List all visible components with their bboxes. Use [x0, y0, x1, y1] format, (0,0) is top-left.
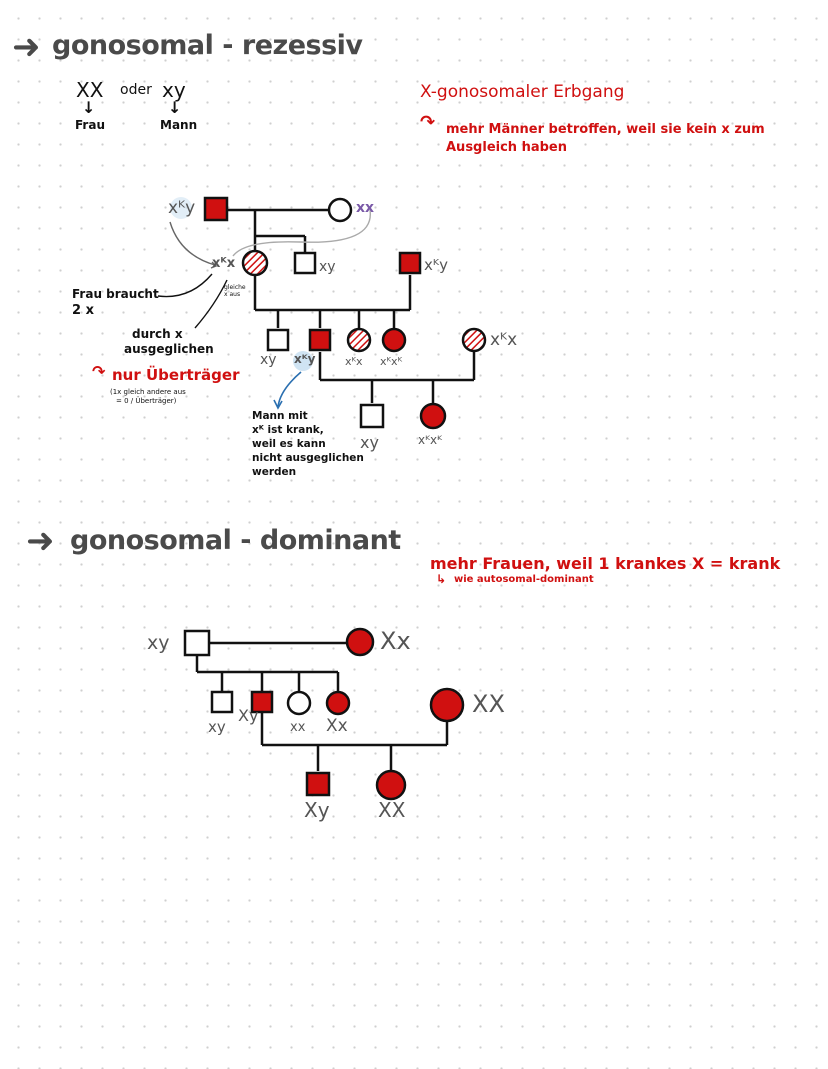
ausgeglichen-note: ausgeglichen	[124, 342, 214, 356]
two-x-note: 2 x	[72, 303, 94, 318]
label-d-gen2-daughter: xx	[290, 720, 306, 735]
note-title: X-gonosomaler Erbgang	[420, 82, 625, 102]
affected-male	[305, 771, 331, 797]
healthy-male	[293, 251, 317, 275]
affected-female	[419, 402, 447, 430]
label-d-gen1-mother: Xx	[380, 627, 411, 655]
label-d-gen2-affected-daughter: Xx	[326, 716, 348, 736]
affected-male	[308, 328, 332, 352]
label-d-gen3-daughter: XX	[378, 798, 406, 822]
curved-arrow-icon: ↷	[92, 362, 106, 381]
note-line1: mehr Männer betroffen, weil sie kein x z…	[446, 122, 765, 137]
label-carrier-mother: xᴷx	[212, 256, 236, 271]
right-arrow-icon: ➜	[12, 27, 41, 67]
label-gen4-son: xy	[360, 433, 379, 452]
healthy-female	[327, 197, 353, 223]
ueberträger-note-1: (1x gleich andere aus	[110, 388, 186, 396]
affected-female	[375, 769, 407, 801]
label-gen3-son1: xy	[260, 352, 277, 368]
mann-note-5: werden	[252, 466, 297, 478]
carrier-female	[241, 249, 269, 277]
female-label: Frau	[75, 118, 105, 132]
carrier-female	[346, 327, 372, 353]
affected-female	[345, 627, 375, 657]
note-line2: Ausgleich haben	[446, 140, 567, 155]
mann-note-1: Mann mit	[252, 410, 308, 422]
healthy-male	[266, 328, 290, 352]
right-arrow-icon: ➜	[26, 521, 55, 561]
healthy-male	[183, 629, 211, 657]
label-gen1-father: xᴷy	[168, 198, 196, 218]
durch-x-note: durch x	[132, 327, 183, 341]
label-d-gen2-affected-son: Xy	[238, 706, 259, 725]
female-genotype: XX	[76, 78, 104, 102]
note2-line2: wie autosomal-dominant	[454, 574, 594, 585]
label-gen4-daughter: xᴷxᴷ	[418, 433, 443, 447]
affected-female	[429, 687, 465, 723]
section-title-rezessiv: gonosomal - rezessiv	[52, 30, 363, 61]
label-gen2-son: xy	[319, 259, 336, 275]
healthy-female	[286, 690, 312, 716]
male-genotype: xy	[162, 78, 186, 102]
mann-note-3: weil es kann	[252, 438, 326, 450]
mann-note-2: xᴷ ist krank,	[252, 424, 324, 436]
oder-label: oder	[120, 82, 152, 98]
down-arrow-icon: ↓	[168, 98, 182, 117]
return-arrow-icon: ↳	[436, 572, 447, 586]
label-d-gen3-son: Xy	[304, 798, 330, 822]
down-arrow-icon: ↓	[82, 98, 96, 117]
mann-note-4: nicht ausgeglichen	[252, 452, 364, 464]
label-gen2-father: xᴷy	[424, 256, 448, 274]
affected-male	[203, 196, 229, 222]
affected-female	[325, 690, 351, 716]
label-gen3-daughter2: xᴷxᴷ	[380, 355, 403, 368]
label-gen3-son2: xᴷy	[294, 352, 316, 366]
frau-braucht-note: Frau braucht	[72, 287, 159, 301]
affected-male	[250, 690, 274, 714]
affected-female	[381, 327, 407, 353]
note2-line1: mehr Frauen, weil 1 krankes X = krank	[430, 554, 781, 573]
label-gen1-mother: xx	[356, 200, 375, 216]
label-d-gen2-son: xy	[208, 718, 226, 736]
label-d-gen2-wife: XX	[472, 690, 505, 718]
section-title-dominant: gonosomal - dominant	[70, 525, 401, 556]
male-label: Mann	[160, 118, 198, 132]
nur-ueberträger: nur Überträger	[112, 366, 240, 384]
healthy-male	[359, 403, 385, 429]
label-gen3-wife: xᴷx	[490, 330, 518, 350]
healthy-male	[210, 690, 234, 714]
label-gen3-daughter1: xᴷx	[345, 355, 363, 368]
carrier-female	[461, 327, 487, 353]
small-vertical-note: gleiche x aus	[224, 284, 246, 298]
curved-arrow-icon: ↷	[420, 112, 436, 133]
label-d-gen1-father: xy	[147, 632, 170, 654]
ueberträger-note-2: = 0 / Überträger)	[116, 397, 177, 405]
affected-male	[398, 251, 422, 275]
